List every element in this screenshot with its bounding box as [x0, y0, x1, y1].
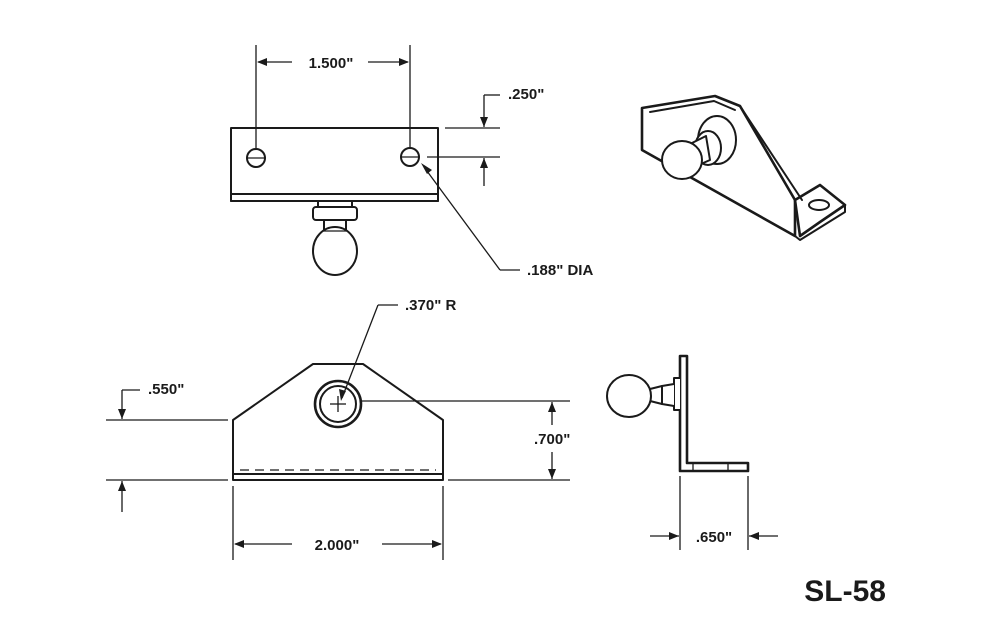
ball-stud-side-view	[606, 374, 652, 418]
dimension-250: .250"	[427, 86, 544, 186]
ball-stud-iso	[661, 140, 703, 180]
dimension-label-700: .700"	[534, 431, 570, 448]
ball-stud-top-view	[312, 226, 358, 276]
dimension-550: .550"	[106, 381, 228, 512]
side-view	[606, 354, 750, 473]
dimension-label-188-dia: .188" DIA	[527, 262, 593, 279]
dimension-label-250: .250"	[508, 86, 544, 103]
isometric-view	[640, 94, 847, 241]
dimension-label-550: .550"	[148, 381, 184, 398]
dimension-700: .700"	[362, 400, 570, 481]
dimension-370-r: .370" R	[339, 297, 456, 401]
dimension-1500: 1.500"	[255, 45, 411, 148]
ball-boss	[313, 379, 363, 429]
dimension-label-2000: 2.000"	[315, 537, 360, 554]
dimension-2000: 2.000"	[232, 486, 444, 560]
part-number: SL-58	[804, 575, 886, 608]
dimension-label-1500: 1.500"	[309, 55, 354, 72]
dimension-label-650: .650"	[696, 529, 732, 546]
front-view	[232, 363, 444, 481]
top-view	[230, 127, 439, 276]
dimension-650: .650"	[650, 476, 778, 550]
dimension-label-370-r: .370" R	[405, 297, 456, 314]
dimension-188-dia: .188" DIA	[421, 163, 593, 279]
